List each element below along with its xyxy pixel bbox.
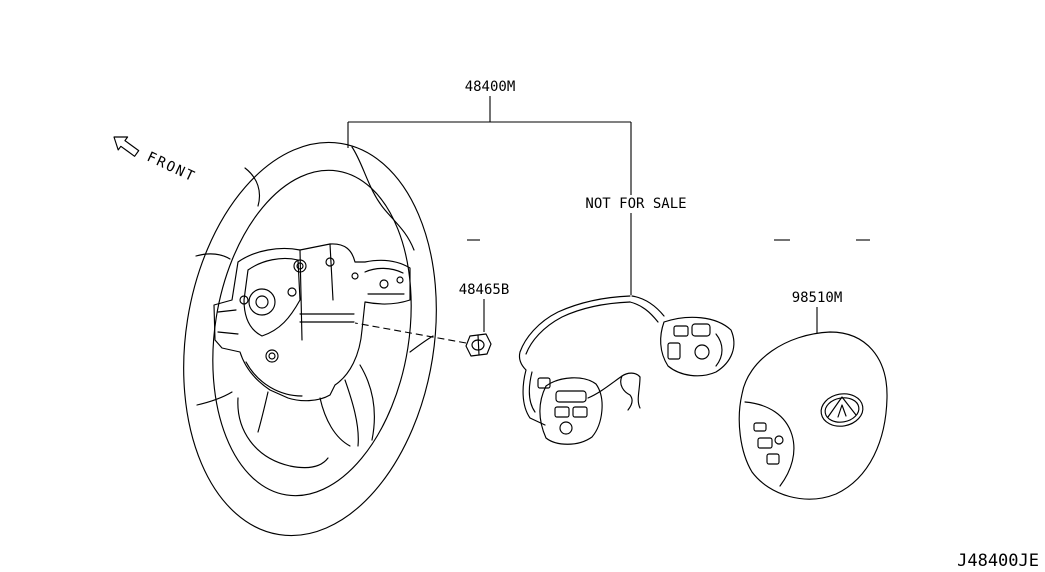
switch-wire-pigtail bbox=[620, 375, 633, 411]
hub-inner-contour bbox=[243, 257, 301, 337]
left-switch-button bbox=[554, 406, 570, 418]
right-switch-edge bbox=[715, 333, 723, 367]
hub-bolt bbox=[396, 276, 404, 284]
airbag-cover bbox=[738, 331, 888, 500]
nut-install-line bbox=[354, 322, 467, 344]
leader-lines bbox=[347, 96, 818, 333]
hub-rib bbox=[329, 243, 334, 301]
hub-bolt bbox=[293, 259, 307, 273]
logo-outer-ring bbox=[820, 393, 864, 427]
airbag-switch-dial bbox=[774, 435, 784, 445]
hub-bolt bbox=[239, 295, 249, 305]
hub-bolt bbox=[351, 272, 359, 280]
airbag-switch-button bbox=[753, 422, 767, 432]
hub-bolt-center bbox=[296, 262, 304, 270]
airbag-cover-ridge bbox=[744, 401, 795, 487]
left-switch-button bbox=[572, 406, 588, 418]
nut-edge bbox=[477, 334, 480, 356]
hub-boss-center bbox=[255, 295, 269, 309]
left-switch bbox=[539, 377, 603, 445]
harness-wire bbox=[525, 301, 631, 355]
rim-seam-right bbox=[409, 335, 434, 353]
part-label-airbag-module: 98510M bbox=[792, 290, 843, 306]
nut-hex bbox=[465, 333, 492, 357]
right-switch-connector bbox=[667, 342, 681, 360]
switch-wire bbox=[587, 372, 641, 399]
right-switch bbox=[660, 316, 735, 377]
logo-inner-ring bbox=[824, 397, 860, 423]
harness-wire bbox=[522, 369, 546, 426]
rim-seam-left-lower bbox=[196, 391, 233, 406]
front-indicator bbox=[113, 136, 140, 157]
harness-wire bbox=[631, 295, 665, 317]
spoke-left-detail bbox=[217, 309, 239, 335]
rim-grip-bottom bbox=[237, 397, 329, 469]
spoke-bottom-right bbox=[344, 379, 359, 447]
left-switch-dial bbox=[559, 421, 573, 435]
airbag-module bbox=[738, 331, 888, 500]
rim-seam-top-left bbox=[244, 167, 261, 207]
harness-wire bbox=[518, 295, 631, 371]
left-switch-connector bbox=[537, 377, 551, 389]
harness-wire bbox=[629, 301, 659, 323]
logo-road-mark bbox=[827, 396, 857, 418]
steering-wheel bbox=[183, 141, 437, 537]
logo-road-mark bbox=[837, 404, 847, 418]
right-switch-button bbox=[691, 323, 711, 337]
right-switch-button bbox=[673, 325, 689, 337]
spoke-bottom-center bbox=[319, 397, 351, 447]
rim-seam-top-right bbox=[351, 146, 415, 251]
harness-note: NOT FOR SALE bbox=[585, 196, 686, 212]
right-switch-dial bbox=[694, 344, 710, 360]
hub-rib bbox=[299, 249, 303, 341]
steering-wheel-outer-rim bbox=[183, 141, 437, 537]
hub-bolt bbox=[325, 257, 335, 267]
part-label-nut: 48465B bbox=[459, 282, 510, 298]
harness-wire bbox=[528, 371, 536, 413]
airbag-switch-button bbox=[766, 453, 780, 465]
infiniti-logo-icon bbox=[820, 393, 864, 427]
steering-wheel-inner-rim bbox=[212, 169, 412, 497]
spoke-bottom-left bbox=[257, 391, 269, 433]
switch-assembly bbox=[518, 295, 735, 445]
rim-seam-left-upper bbox=[195, 253, 231, 260]
front-label: FRONT bbox=[144, 149, 198, 186]
nut bbox=[465, 333, 492, 357]
left-switch-button bbox=[555, 390, 587, 403]
front-arrow-icon bbox=[113, 136, 140, 157]
hub-boss bbox=[248, 288, 276, 316]
part-label-steering-wheel: 48400M bbox=[465, 79, 516, 95]
hub-bolt bbox=[265, 349, 279, 363]
figure-code: J48400JE bbox=[957, 551, 1039, 571]
steering-wheel-hub bbox=[213, 243, 411, 402]
hub-bolt-center bbox=[268, 352, 276, 360]
hub-bolt bbox=[287, 287, 297, 297]
switch-wire-pigtail bbox=[637, 376, 641, 409]
hub-lower-contour bbox=[245, 361, 303, 397]
airbag-switch-button bbox=[757, 437, 773, 449]
spoke-right-detail bbox=[364, 267, 404, 274]
hub-bolt bbox=[379, 279, 389, 289]
rim-grip-bottom-right bbox=[359, 364, 375, 441]
